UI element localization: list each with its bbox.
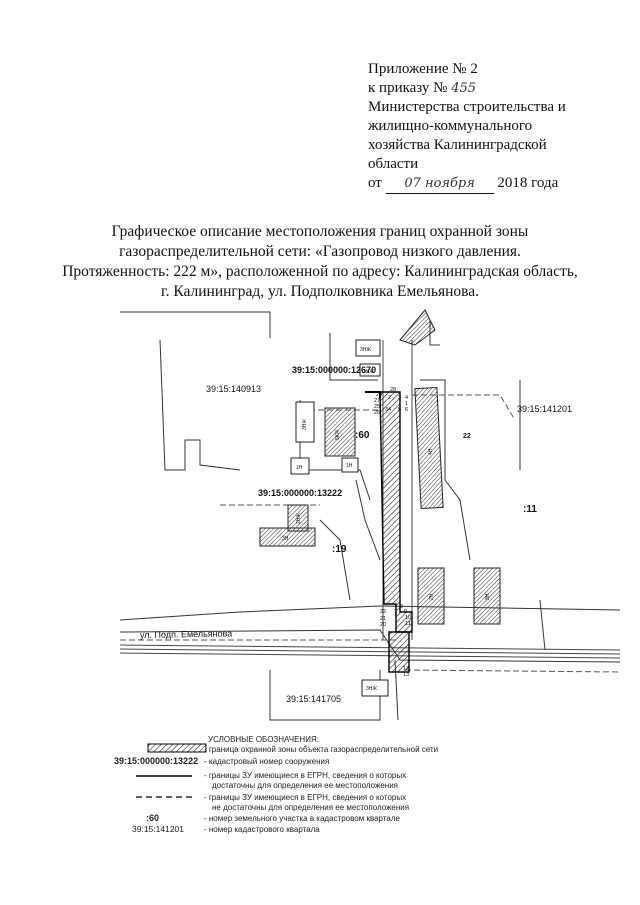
- point-9: 9: [404, 609, 407, 615]
- bldg-mark-10: 2Н: [429, 593, 435, 600]
- legend-symbol-cadastral: 39:15:000000:13222: [114, 756, 199, 766]
- label-parcel-19: :19: [332, 544, 347, 555]
- street-lines: [119, 340, 621, 659]
- legend-symbols: [136, 743, 207, 798]
- point-numbers: 28 29 27 25 26 2 3 4 1 6 5 34 8 9 7 10 1…: [374, 387, 411, 678]
- label-quarter-140913: 39:15:140913: [206, 384, 261, 394]
- ministry-line-4: области: [368, 156, 419, 172]
- building-4: [295, 401, 315, 443]
- appendix-number: Приложение № 2: [368, 61, 478, 77]
- point-10: 10: [405, 615, 411, 621]
- label-structure-12670: 39:15:000000:12670: [292, 365, 376, 375]
- point-28: 28: [390, 387, 396, 393]
- legend-text-parcel: - номер земельного участка в кадастровом…: [204, 814, 400, 823]
- legend-text-cadastral: - кадастровый номер сооружения: [204, 757, 330, 766]
- buildings: [259, 309, 501, 697]
- point-13: 13: [403, 672, 409, 678]
- title-line-4: г. Калининград, ул. Подполковника Емелья…: [160, 283, 479, 300]
- appendix-header: Приложение № 2 к приказу № 455 Министерс…: [368, 60, 566, 194]
- label-parcel-60: :60: [355, 430, 370, 441]
- point-2: 2: [388, 395, 391, 401]
- bldg-mark-1: 3НЖ: [360, 347, 371, 353]
- point-25: 25: [374, 404, 380, 410]
- legend-symbol-quarter: 39:15:141201: [132, 824, 184, 834]
- protection-zone-top: [365, 391, 381, 398]
- legend-symbol-zone: [147, 743, 207, 753]
- building-3: [324, 407, 356, 457]
- point-34: 34: [385, 407, 391, 413]
- title-line-1: Графическое описание местоположения гран…: [111, 223, 529, 240]
- legend-text-insufficient-2: не достаточны для определения ее местопо…: [212, 803, 410, 812]
- bldg-mark-2: 1НЖ: [363, 369, 374, 375]
- order-date: от 07 ноября 2018 года: [368, 174, 566, 194]
- building-1: [355, 339, 381, 357]
- ministry-line-2: жилищно-коммунального: [368, 118, 533, 134]
- map-labels: 39:15:000000:12670 39:15:140913 39:15:14…: [140, 347, 572, 704]
- building-10: [417, 567, 445, 625]
- legend-symbol-parcel: :60: [146, 813, 160, 823]
- point-8: 8: [400, 604, 403, 610]
- label-parcel-11: :11: [523, 504, 537, 515]
- point-7: 7: [394, 609, 397, 615]
- title-line-3: Протяженность: 222 м», расположенной по …: [62, 263, 578, 280]
- point-1: 1: [405, 401, 408, 407]
- legend-text-sufficient-1: - границы ЗУ имеющиеся в ЕГРН, сведения …: [204, 771, 407, 780]
- point-22: 22: [380, 609, 386, 615]
- bldg-mark-4: 3НЖ: [302, 419, 308, 430]
- point-21: 21: [380, 616, 386, 622]
- point-12: 12: [403, 666, 409, 672]
- building-2: [359, 363, 381, 377]
- bldg-mark-9: 4Н: [428, 448, 434, 455]
- point-27: 27: [374, 398, 380, 404]
- bldg-mark-5: 1Н: [296, 465, 303, 471]
- order-number-handwritten: 455: [451, 81, 477, 96]
- protection-zone-crossing: [388, 631, 410, 673]
- point-5: 5: [398, 407, 401, 413]
- bldg-mark-6: 1Н: [346, 463, 353, 469]
- bldg-mark-11: 3Н: [485, 593, 491, 600]
- legend-title: УСЛОВНЫЕ ОБОЗНАЧЕНИЯ:: [208, 735, 319, 744]
- date-handwritten: 07 ноября: [385, 174, 494, 194]
- building-6: [341, 457, 359, 473]
- label-quarter-141201: 39:15:141201: [517, 404, 572, 414]
- bldg-mark-13: 22: [463, 433, 471, 440]
- point-4: 4: [405, 395, 408, 401]
- order-reference: к приказу № 455: [368, 80, 477, 96]
- bldg-mark-7: 2НЖ: [296, 513, 302, 524]
- legend-text-insufficient-1: - границы ЗУ имеющиеся в ЕГРН, сведения …: [204, 793, 407, 802]
- label-structure-13222: 39:15:000000:13222: [258, 488, 342, 498]
- building-12: [361, 679, 389, 697]
- point-6: 6: [405, 407, 408, 413]
- protection-zone: [365, 391, 413, 673]
- title-line-2: газораспределительной сети: «Газопровод …: [119, 243, 521, 260]
- bldg-mark-3: 5КЖ: [335, 429, 341, 440]
- legend-text-zone: - граница охранной зоны объекта газорасп…: [204, 745, 439, 754]
- document-title: Графическое описание местоположения гран…: [40, 222, 600, 302]
- ministry-line-3: хозяйства Калининградской: [368, 137, 547, 153]
- building-11: [473, 567, 501, 625]
- bldg-mark-12: 3НЖ: [366, 686, 377, 692]
- label-quarter-141705: 39:15:141705: [286, 694, 341, 704]
- point-29: 29: [376, 392, 382, 398]
- ministry-line-1: Министерства строительства и: [368, 99, 566, 115]
- label-street: ул. Подп. Емельянова: [140, 628, 233, 640]
- building-8: [259, 527, 316, 547]
- point-26: 26: [374, 410, 380, 416]
- protection-zone-band: [379, 391, 413, 633]
- legend-text-quarter: - номер кадастрового квартала: [204, 825, 320, 834]
- building-9: [414, 386, 444, 510]
- point-3: 3: [398, 395, 401, 401]
- bldg-mark-8: 3Н: [282, 536, 289, 542]
- building-fragment: [399, 309, 436, 346]
- building-5: [290, 457, 310, 475]
- point-11: 11: [405, 621, 411, 627]
- legend-text-sufficient-2: достаточны для определения ее местополож…: [212, 781, 399, 790]
- point-20: 20: [380, 622, 386, 628]
